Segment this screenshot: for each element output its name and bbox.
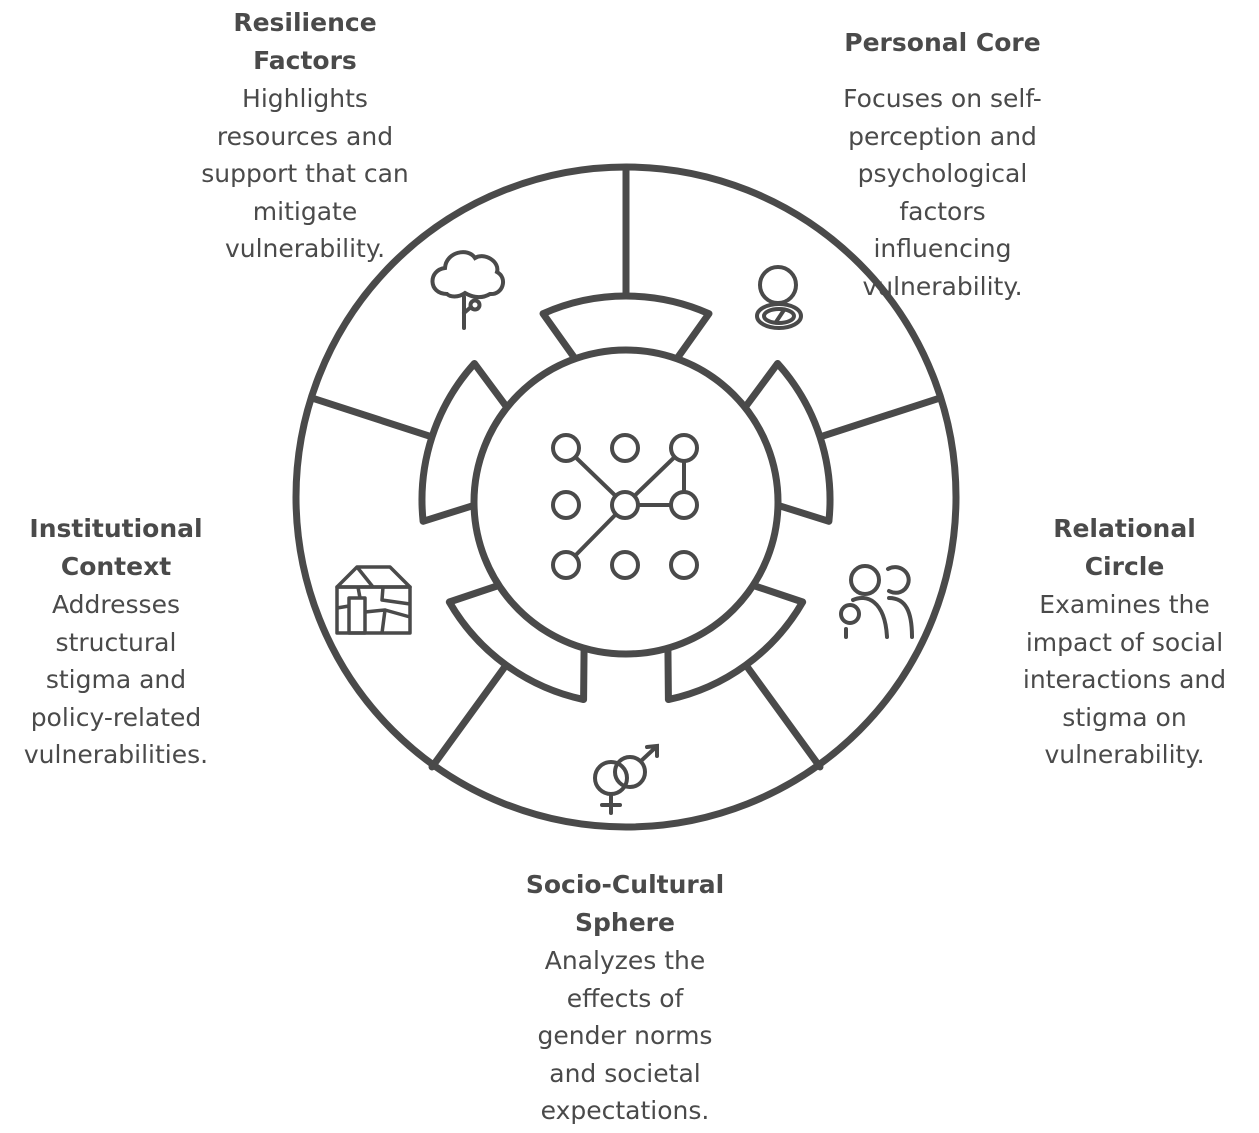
people-group-icon <box>839 564 914 639</box>
segment-label-institutional-context: Institutional Context Addresses structur… <box>0 510 232 774</box>
middle-ring-tab-resilience-factors <box>418 359 510 525</box>
middle-ring-tab-socio-cultural-sphere <box>664 581 807 704</box>
segment-label-resilience-factors: Resilience Factors Highlights resources … <box>160 4 450 268</box>
segment-title: Resilience Factors <box>233 8 377 75</box>
segment-description: Highlights resources and support that ca… <box>201 84 409 263</box>
middle-ring-tab-personal-core <box>539 292 713 361</box>
segment-divider <box>308 394 436 441</box>
middle-ring-tab-relational-circle <box>742 359 834 525</box>
segment-description: Examines the impact of social interactio… <box>1022 590 1227 769</box>
segment-description: Focuses on self- perception and psycholo… <box>843 84 1042 301</box>
segment-label-relational-circle: Relational Circle Examines the impact of… <box>990 510 1259 774</box>
segment-divider <box>428 661 510 771</box>
segment-title: Relational Circle <box>1053 514 1196 581</box>
segment-description: Analyzes the effects of gender norms and… <box>537 946 713 1125</box>
segment-title: Personal Core <box>844 28 1041 57</box>
cracked-building-icon <box>335 565 412 635</box>
segment-divider <box>816 394 944 441</box>
middle-ring-tab-institutional-context <box>445 581 588 704</box>
compact-mirror-icon <box>755 265 803 330</box>
gender-symbols-icon <box>593 743 659 815</box>
segment-label-socio-cultural-sphere: Socio-Cultural Sphere Analyzes the effec… <box>490 866 760 1130</box>
segment-title: Institutional Context <box>29 514 203 581</box>
segment-description: Addresses structural stigma and policy-r… <box>23 590 209 769</box>
segment-label-personal-core: Personal Core Focuses on self- perceptio… <box>800 24 1085 305</box>
segment-divider <box>742 661 824 771</box>
network-graph-icon <box>551 433 699 580</box>
segment-title: Socio-Cultural Sphere <box>525 870 725 937</box>
tree-icon <box>430 250 506 330</box>
